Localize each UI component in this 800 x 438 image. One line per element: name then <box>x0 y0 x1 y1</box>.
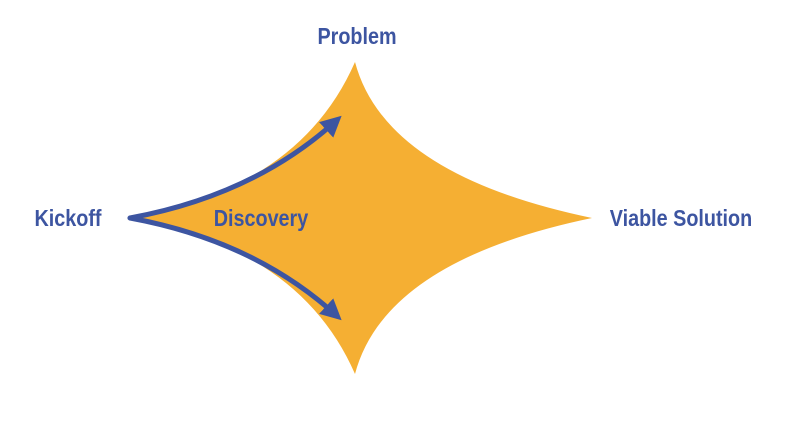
diamond-shape <box>130 62 592 374</box>
arrow-up-right <box>127 115 342 221</box>
label-problem: Problem <box>317 24 396 50</box>
label-discovery: Discovery <box>214 206 309 232</box>
label-kickoff: Kickoff <box>35 206 103 232</box>
arrow-down-right <box>127 215 342 321</box>
label-viable-solution: Viable Solution <box>610 206 752 232</box>
